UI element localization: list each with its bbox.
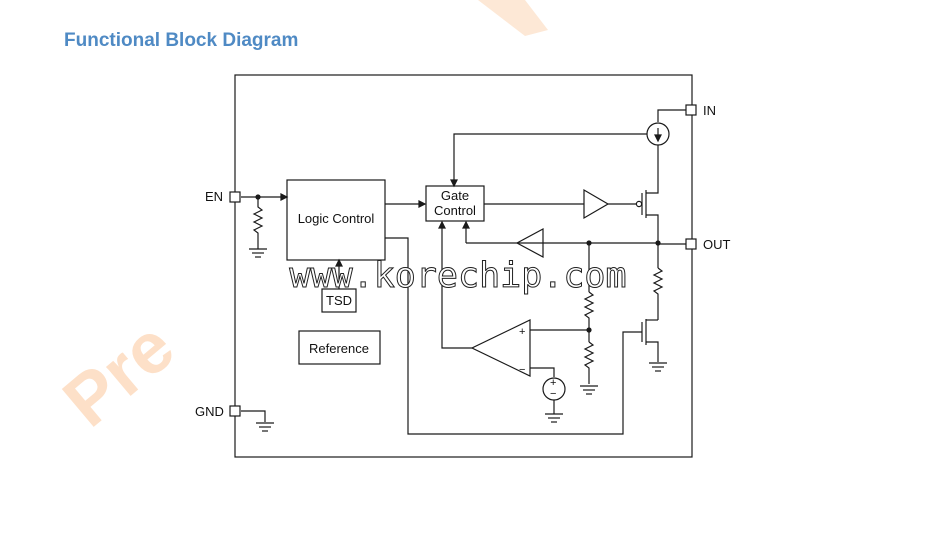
reference-label: Reference [309, 341, 369, 356]
feedback-buffer [515, 227, 544, 259]
tsd-label: TSD [326, 293, 352, 308]
watermark-fragment [478, 0, 548, 36]
en-arrow [280, 193, 289, 201]
en-pin [229, 191, 241, 203]
en-pulldown-resistor [252, 197, 264, 244]
pmos-gate-bubble [635, 200, 643, 208]
logic-control-label: Logic Control [298, 211, 375, 226]
output-discharge-resistor [652, 267, 664, 320]
source-minus-sign: − [550, 388, 556, 400]
pass-fet [646, 178, 659, 194]
gnd-pin [229, 405, 241, 417]
opamp-plus-sign: + [519, 326, 525, 338]
source-plus-sign: + [550, 377, 556, 389]
in-pin-label: IN [703, 103, 716, 118]
divider-resistor-top [583, 291, 595, 330]
gate-driver-buffer [583, 188, 610, 220]
en-pin-label: EN [205, 189, 223, 204]
page-title: Functional Block Diagram [64, 30, 299, 51]
out-pin [685, 238, 697, 250]
enable-line [385, 237, 642, 435]
url-watermark: www.korechip.com [289, 256, 626, 296]
out-pin-label: OUT [703, 237, 731, 252]
chip-outline [234, 74, 693, 458]
gnd-wire [241, 410, 266, 422]
gate-control-label-line2: Control [434, 203, 476, 218]
gate-control-label-line1: Gate [441, 188, 469, 203]
sense-feedback [453, 133, 647, 184]
in-pin [685, 104, 697, 116]
divider-resistor-bottom [583, 341, 595, 384]
opamp-minus-sign: − [519, 364, 525, 376]
error-amplifier [470, 319, 531, 377]
reference-block [298, 330, 381, 365]
logic-control-block [286, 179, 386, 261]
in-rail [657, 109, 686, 122]
diagonal-watermark: Pre [49, 306, 189, 442]
gnd-pin-label: GND [195, 404, 224, 419]
